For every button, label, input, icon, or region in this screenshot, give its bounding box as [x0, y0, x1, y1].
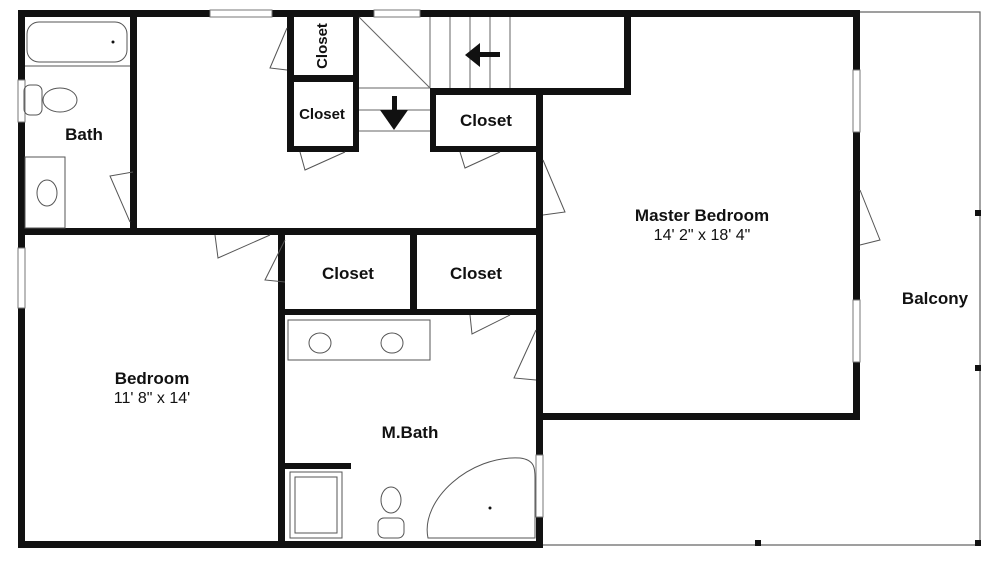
room-label-closet: Closet: [450, 264, 502, 283]
room-label-master-bath: M.Bath: [381, 423, 439, 442]
bathtub-icon: [426, 457, 536, 539]
room-name: Bedroom: [114, 369, 190, 388]
balcony-posts: [755, 210, 981, 546]
room-label-balcony: Balcony: [901, 289, 969, 308]
room-dimensions: 14' 2" x 18' 4": [653, 227, 751, 244]
sink-icon: [24, 156, 66, 229]
fixtures: [23, 21, 536, 539]
room-label-closet: Closet: [322, 264, 374, 283]
room-label-closet: Closet: [460, 111, 512, 130]
room-label-closet: Closet: [314, 23, 331, 69]
bathtub-icon: [26, 21, 128, 63]
stair-arrow-left-icon: [465, 43, 500, 67]
stairs: [358, 16, 511, 132]
windows: [17, 9, 861, 518]
stair-arrow-down-icon: [380, 96, 408, 130]
room-label-bath: Bath: [65, 125, 103, 144]
room-label-closet: Closet: [299, 106, 345, 123]
room-name: Master Bedroom: [634, 206, 770, 225]
room-dimensions: 11' 8" x 14': [113, 390, 191, 407]
shower-icon: [289, 471, 343, 539]
walls: [18, 10, 860, 548]
room-label-bedroom: Bedroom 11' 8" x 14': [114, 369, 190, 409]
toilet-icon: [380, 486, 402, 514]
vanity-icon: [287, 319, 431, 361]
toilet-icon: [23, 84, 43, 116]
doors: [109, 27, 881, 381]
room-label-master-bedroom: Master Bedroom 14' 2" x 18' 4": [635, 206, 769, 246]
